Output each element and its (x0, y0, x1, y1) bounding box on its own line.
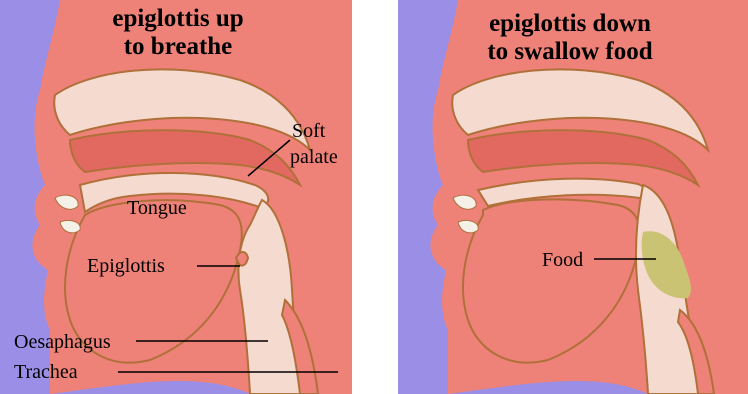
swallowing-panel: epiglottis down to swallow food Food (398, 0, 748, 394)
oesaphagus-label: Oesaphagus (14, 331, 111, 353)
title-line-2: to swallow food (487, 38, 652, 65)
tongue-label: Tongue (127, 197, 187, 219)
soft-palate-label-line-1: Soft (292, 120, 326, 142)
soft-palate-label-line-2: palate (290, 146, 338, 168)
food-label: Food (542, 249, 583, 271)
breathing-panel: epiglottis up to breathe Soft palate Ton… (0, 0, 352, 394)
epiglottis-label: Epiglottis (87, 255, 165, 277)
trachea-label: Trachea (14, 361, 78, 383)
epiglottis-shape (236, 252, 248, 266)
breathing-diagram: epiglottis up to breathe Soft palate Ton… (0, 0, 352, 394)
swallowing-diagram: epiglottis down to swallow food Food (398, 0, 748, 394)
title-line-2: to breathe (124, 33, 233, 60)
title-line-1: epiglottis up (112, 5, 243, 32)
title-line-1: epiglottis down (489, 10, 651, 37)
